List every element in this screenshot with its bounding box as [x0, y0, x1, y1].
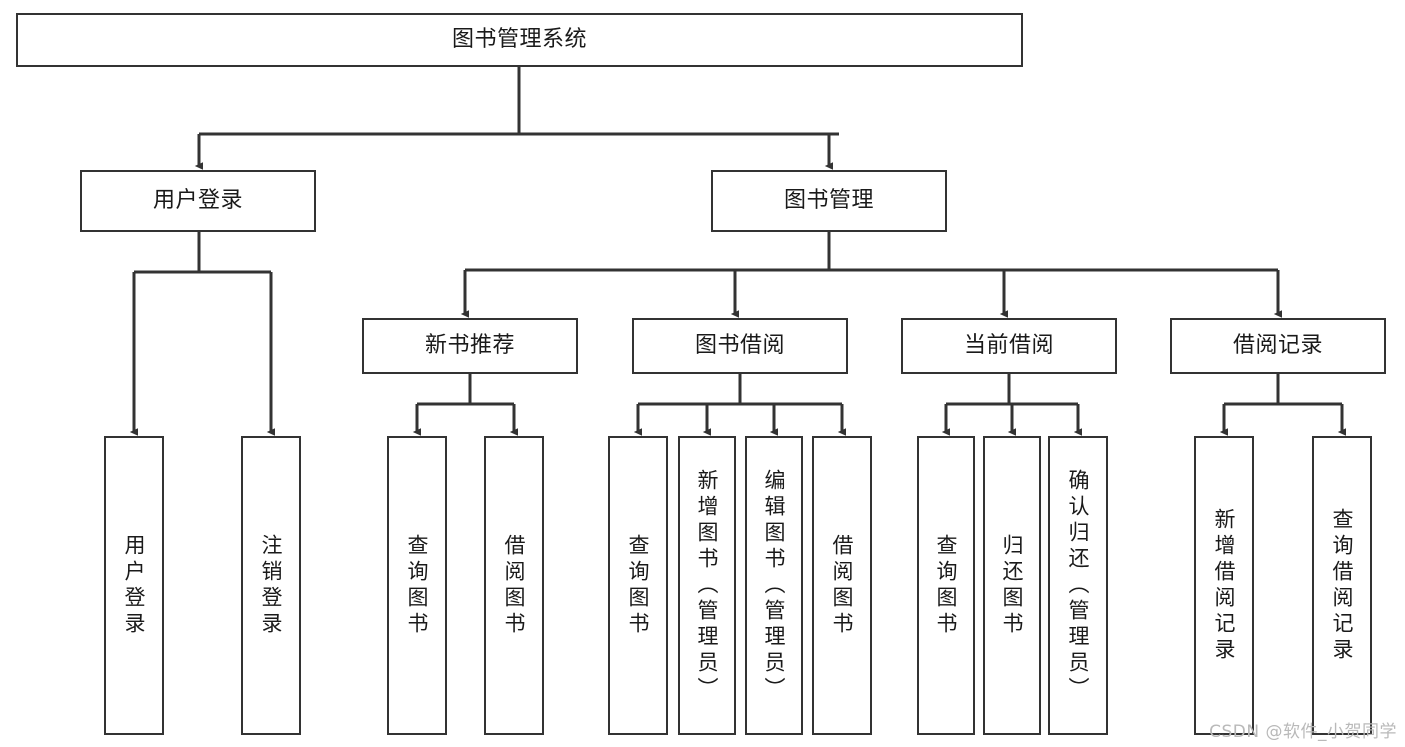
- node-leaf-query-borrow-record[interactable]: 查询借阅记录: [1312, 436, 1372, 735]
- node-label: 用户登录: [122, 533, 147, 638]
- node-label: 借阅记录: [1232, 332, 1323, 358]
- node-label: 图书管理: [783, 187, 874, 213]
- node-borrow-record[interactable]: 借阅记录: [1170, 318, 1386, 374]
- node-leaf-add-book[interactable]: 新增图书（管理员）: [678, 436, 736, 735]
- node-new-book-recommend[interactable]: 新书推荐: [362, 318, 578, 374]
- node-leaf-borrow-book-1[interactable]: 借阅图书: [484, 436, 544, 735]
- node-label: 借阅图书: [502, 533, 527, 638]
- node-leaf-query-book-3[interactable]: 查询图书: [917, 436, 975, 735]
- node-leaf-query-book-1[interactable]: 查询图书: [387, 436, 447, 735]
- node-leaf-query-book-2[interactable]: 查询图书: [608, 436, 668, 735]
- node-label: 图书借阅: [694, 332, 785, 358]
- node-label: 注销登录: [259, 533, 284, 638]
- node-book-borrow[interactable]: 图书借阅: [632, 318, 848, 374]
- node-leaf-logout-login[interactable]: 注销登录: [241, 436, 301, 735]
- node-current-borrow[interactable]: 当前借阅: [901, 318, 1117, 374]
- node-label: 图书管理系统: [451, 26, 587, 52]
- node-label: 确认归还（管理员）: [1066, 468, 1091, 703]
- node-label: 新书推荐: [424, 332, 515, 358]
- node-leaf-user-login[interactable]: 用户登录: [104, 436, 164, 735]
- node-root-system[interactable]: 图书管理系统: [16, 13, 1023, 67]
- node-label: 查询图书: [626, 533, 651, 638]
- node-leaf-return-book[interactable]: 归还图书: [983, 436, 1041, 735]
- node-leaf-edit-book[interactable]: 编辑图书（管理员）: [745, 436, 803, 735]
- node-leaf-add-borrow-record[interactable]: 新增借阅记录: [1194, 436, 1254, 735]
- node-label: 查询图书: [934, 533, 959, 638]
- node-label: 编辑图书（管理员）: [762, 468, 787, 703]
- node-label: 归还图书: [1000, 533, 1025, 638]
- node-leaf-confirm-return[interactable]: 确认归还（管理员）: [1048, 436, 1108, 735]
- node-label: 新增图书（管理员）: [695, 468, 720, 703]
- node-book-management[interactable]: 图书管理: [711, 170, 947, 232]
- node-label: 查询图书: [405, 533, 430, 638]
- node-label: 用户登录: [152, 187, 243, 213]
- node-label: 当前借阅: [963, 332, 1054, 358]
- watermark-text: CSDN @软件_小贺同学: [1209, 722, 1397, 742]
- node-label: 查询借阅记录: [1330, 507, 1355, 664]
- node-label: 借阅图书: [830, 533, 855, 638]
- node-user-login[interactable]: 用户登录: [80, 170, 316, 232]
- node-label: 新增借阅记录: [1212, 507, 1237, 664]
- node-leaf-borrow-book-2[interactable]: 借阅图书: [812, 436, 872, 735]
